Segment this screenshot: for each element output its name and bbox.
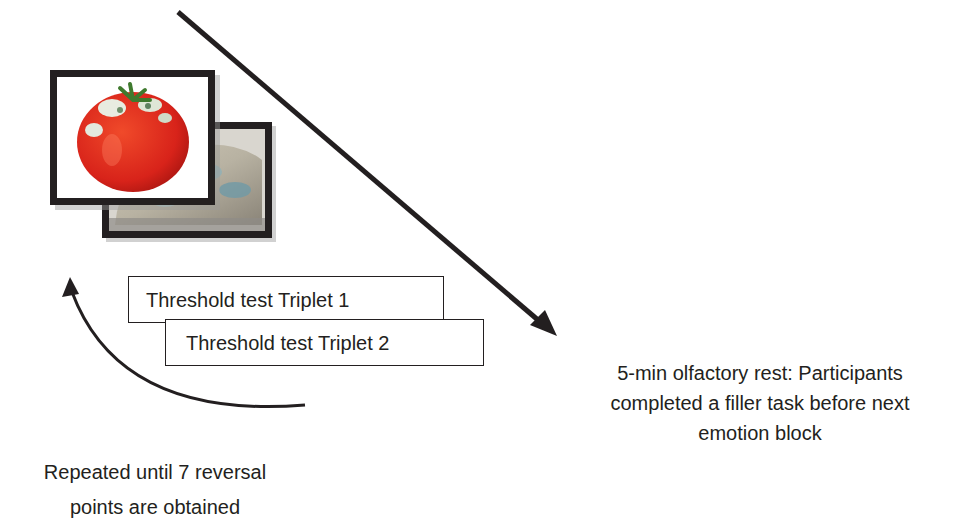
mold-dot (145, 103, 151, 109)
arrow-head (62, 277, 79, 297)
tomato-stem (120, 84, 150, 100)
mold-dot (117, 107, 123, 113)
photo-shadow (55, 75, 220, 210)
box-text: Threshold test Triplet 2 (186, 331, 389, 355)
tomato-photo (50, 70, 220, 210)
note-text: 5-min olfactory rest: Participants compl… (590, 358, 930, 448)
highlight (102, 134, 122, 166)
mold-spot (98, 99, 126, 117)
process-box: Threshold test Triplet 1 (128, 276, 444, 323)
mold-spot (158, 113, 172, 123)
mold-spot (85, 123, 103, 137)
plate (109, 218, 265, 231)
mold-spot (219, 182, 251, 198)
process-box: Threshold test Triplet 2 (165, 319, 484, 366)
photo-background (57, 77, 208, 198)
photo-frame (50, 70, 215, 205)
note-text: Repeated until 7 reversal points are obt… (15, 455, 295, 520)
box-text: Threshold test Triplet 1 (146, 288, 349, 312)
arrow-head (530, 310, 557, 336)
tomato (77, 92, 189, 192)
